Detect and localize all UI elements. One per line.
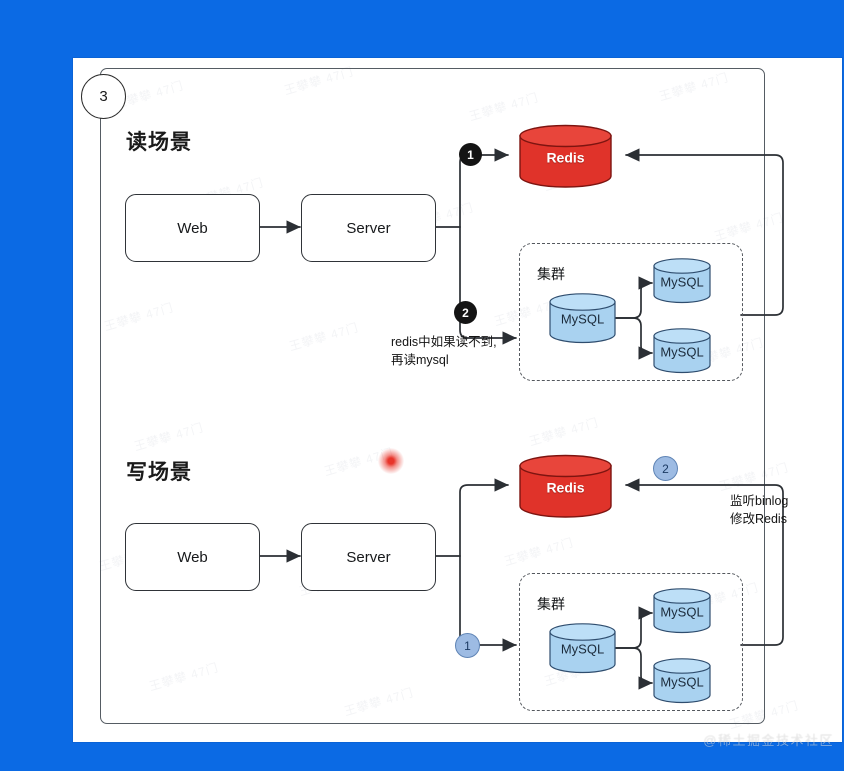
read-mysql-replica-2[interactable]: MySQL [653, 328, 711, 374]
read-web-label: Web [177, 219, 208, 237]
section-title-write: 写场景 [126, 461, 192, 484]
read-step-badge-2: 2 [454, 301, 477, 324]
section-title-read: 读场景 [126, 131, 192, 154]
brand-watermark: @稀土掘金技术社区 [703, 733, 834, 748]
write-mysql-replica-1[interactable]: MySQL [653, 588, 711, 634]
read-step-badge-1: 1 [459, 143, 482, 166]
write-annotation-line1: 监听binlog [730, 494, 789, 508]
write-mysql-master[interactable]: MySQL [549, 623, 616, 674]
write-annotation-line2: 修改Redis [730, 512, 787, 527]
write-cluster-label: 集群 [537, 596, 565, 612]
write-web-label: Web [177, 548, 208, 566]
write-cluster-box [519, 573, 743, 711]
read-redis-cylinder[interactable]: Redis [519, 124, 612, 188]
read-server-node[interactable]: Server [301, 194, 436, 262]
read-mysql-replica-1[interactable]: MySQL [653, 258, 711, 304]
read-mysql-master[interactable]: MySQL [549, 293, 616, 344]
write-mysql-replica-2[interactable]: MySQL [653, 658, 711, 704]
step-number-badge: 3 [81, 74, 126, 119]
read-cluster-box [519, 243, 743, 381]
read-web-node[interactable]: Web [125, 194, 260, 262]
write-server-label: Server [346, 548, 391, 566]
diagram-frame [100, 68, 765, 724]
read-server-label: Server [346, 219, 391, 237]
write-step-badge-1: 1 [455, 633, 480, 658]
read-cluster-label: 集群 [537, 266, 565, 282]
cursor-indicator [378, 448, 404, 474]
write-server-node[interactable]: Server [301, 523, 436, 591]
write-step-badge-2: 2 [653, 456, 678, 481]
write-web-node[interactable]: Web [125, 523, 260, 591]
write-redis-cylinder[interactable]: Redis [519, 454, 612, 518]
